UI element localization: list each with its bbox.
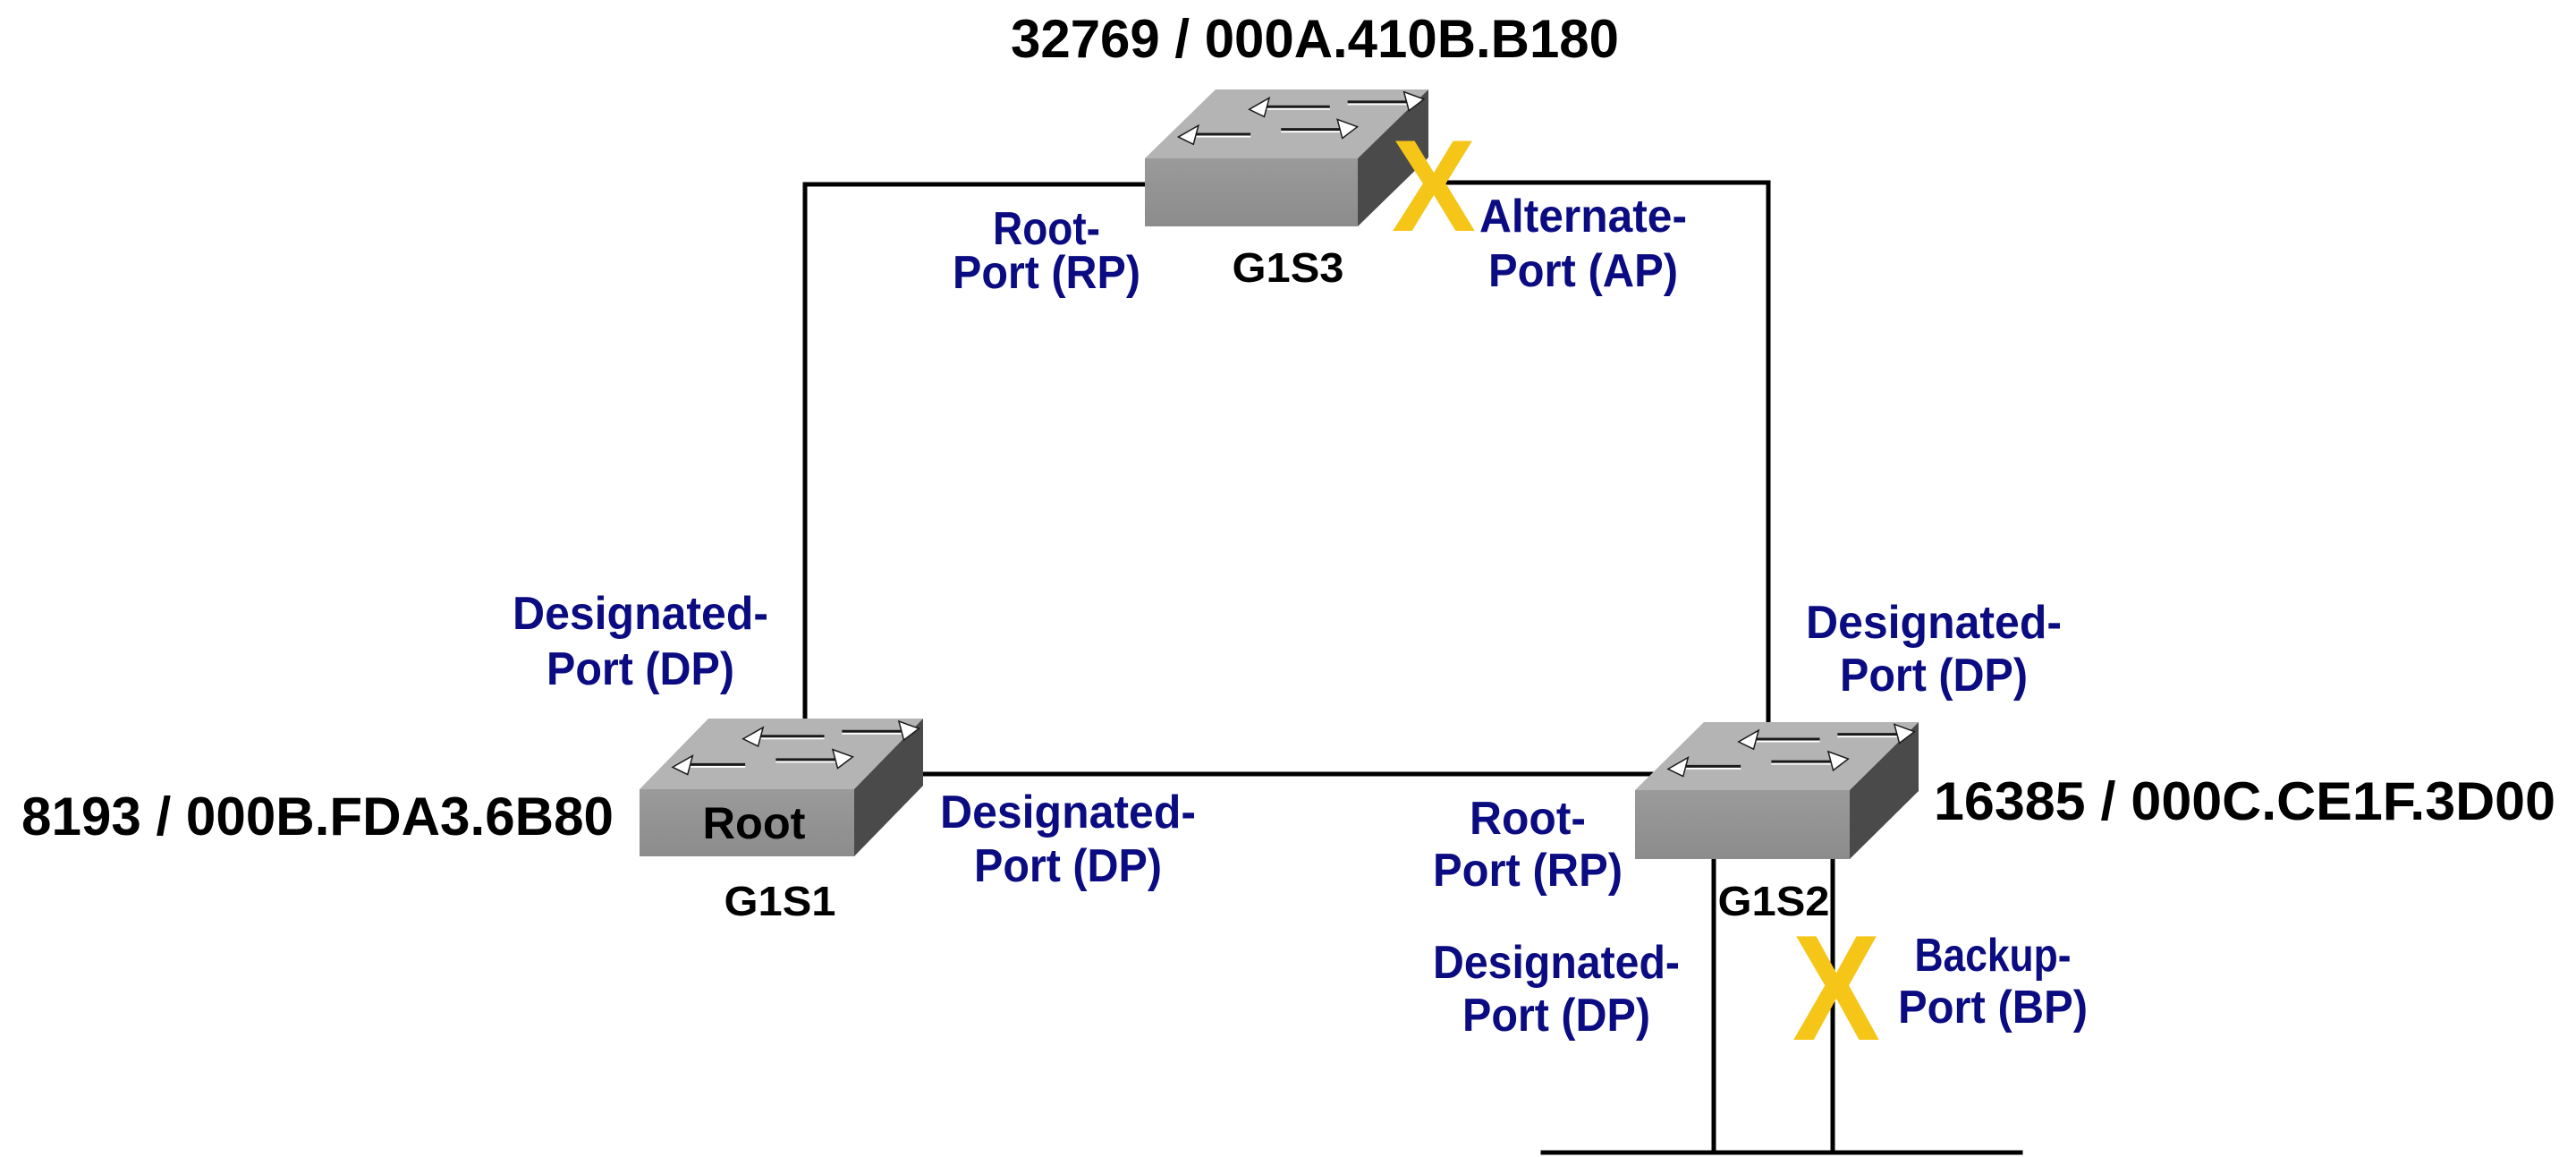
switch-front-face xyxy=(640,789,854,856)
port-label-g1s1-designated-right-line1: Designated- xyxy=(940,787,1196,838)
port-label-g1s3-alternate-line2: Port (AP) xyxy=(1488,245,1678,297)
switch-front-face xyxy=(1635,790,1850,859)
switch-name-g1s2: G1S2 xyxy=(1718,878,1830,924)
port-label-g1s2-designated-down-line1: Designated- xyxy=(1433,937,1680,989)
switch-arrows-icon xyxy=(1666,723,1916,778)
bridge-id-g1s3: 32769 / 000A.410B.B180 xyxy=(1011,9,1619,69)
switch-g1s1[interactable] xyxy=(640,719,923,856)
link-g1s1-g1s3 xyxy=(802,182,1148,721)
switch-side-face xyxy=(1850,722,1919,859)
switch-arrows-icon xyxy=(671,719,920,776)
switch-side-face xyxy=(854,719,923,856)
root-bridge-label: Root xyxy=(703,798,806,848)
port-label-g1s2-designated-down-line2: Port (DP) xyxy=(1462,990,1650,1042)
port-label-g1s2-backup-line2: Port (BP) xyxy=(1898,982,2088,1034)
blocked-x-icon-backup: X xyxy=(1792,904,1880,1072)
switch-g1s3[interactable] xyxy=(1145,89,1428,226)
port-label-g1s2-designated-up-line2: Port (DP) xyxy=(1840,650,2028,702)
port-label-g1s3-alternate-line1: Alternate- xyxy=(1479,191,1687,242)
links xyxy=(802,180,2023,1155)
blocked-x-icon-alternate: X xyxy=(1392,113,1476,259)
switch-top-face xyxy=(1635,722,1919,790)
switch-side-face xyxy=(1358,89,1428,226)
port-label-g1s2-root-line1: Root- xyxy=(1470,793,1586,845)
port-label-g1s1-designated-up-line1: Designated- xyxy=(513,588,768,640)
port-label-g1s2-designated-up-line1: Designated- xyxy=(1806,597,2062,649)
link-g1s3-g1s2 xyxy=(1426,180,1771,725)
port-label-g1s2-root-line2: Port (RP) xyxy=(1433,845,1623,897)
switch-g1s2[interactable] xyxy=(1635,722,1919,859)
bridge-id-g1s2: 16385 / 000C.CE1F.3D00 xyxy=(1934,771,2555,831)
switch-top-face xyxy=(1145,89,1428,158)
switch-arrows-icon xyxy=(1176,90,1426,146)
port-label-g1s3-root-line2: Port (RP) xyxy=(953,247,1140,299)
switch-name-g1s3: G1S3 xyxy=(1233,244,1344,291)
port-label-g1s2-backup-line1: Backup- xyxy=(1915,930,2072,982)
switch-top-face xyxy=(640,719,923,789)
port-label-g1s3-root-line1: Root- xyxy=(993,203,1100,255)
bridge-id-g1s1: 8193 / 000B.FDA3.6B80 xyxy=(21,787,614,846)
switch-front-face xyxy=(1145,158,1358,226)
switch-name-g1s1: G1S1 xyxy=(724,878,836,924)
port-label-g1s1-designated-up-line2: Port (DP) xyxy=(547,643,734,695)
port-label-g1s1-designated-right-line2: Port (DP) xyxy=(974,840,1162,892)
